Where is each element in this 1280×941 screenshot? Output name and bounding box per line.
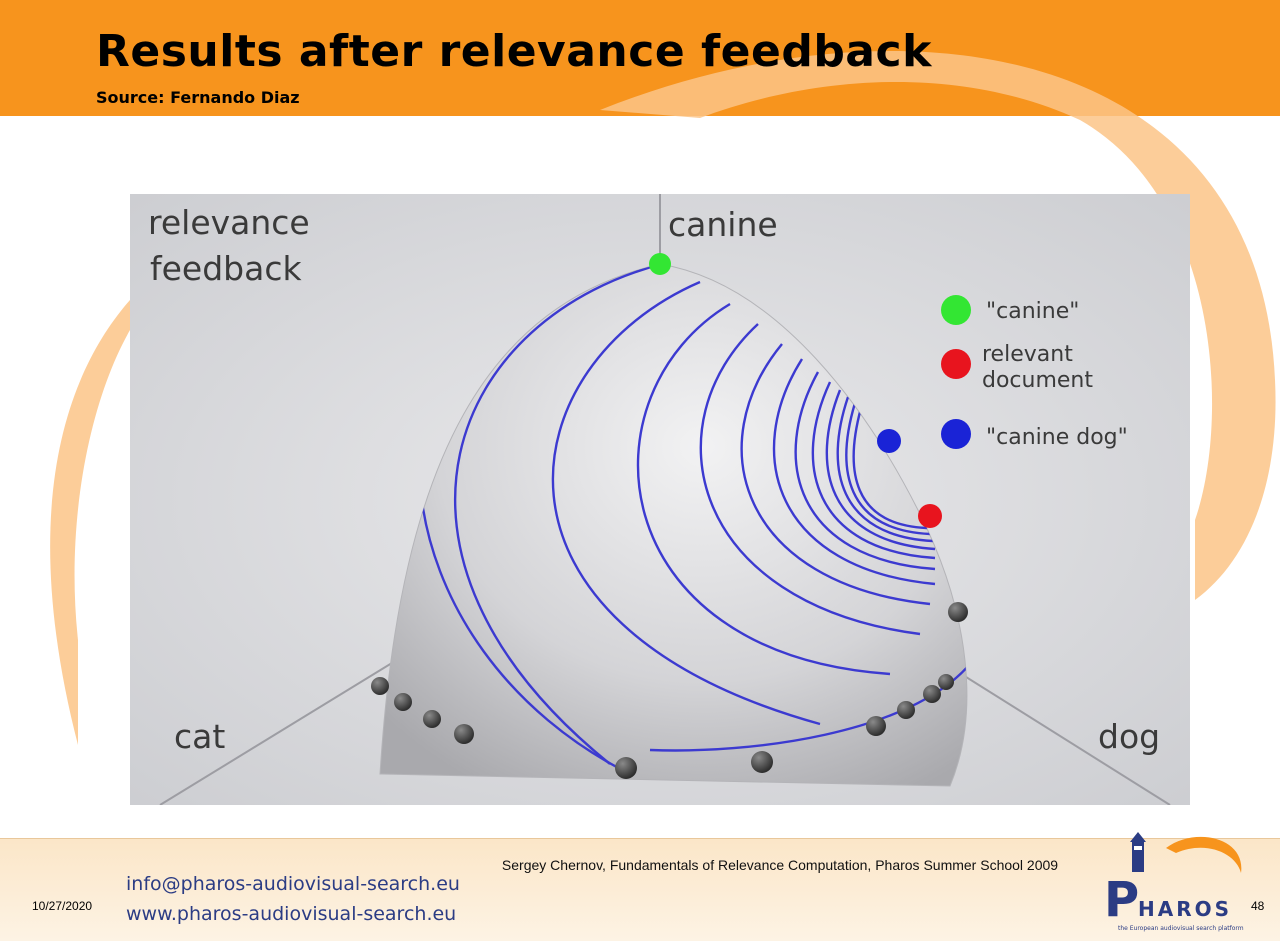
doc-point bbox=[866, 716, 886, 736]
contour-8 bbox=[811, 381, 936, 560]
slide-title: Results after relevance feedback bbox=[96, 26, 932, 77]
legend-label-canine: "canine" bbox=[986, 299, 1079, 324]
pharos-logo: P HAROS the European audiovisual search … bbox=[1104, 832, 1244, 932]
logo-tagline: the European audiovisual search platform bbox=[1118, 925, 1244, 932]
contour-11 bbox=[845, 402, 931, 536]
axis-label-dog: dog bbox=[1098, 717, 1160, 756]
legend-label-canine-dog: "canine dog" bbox=[986, 425, 1128, 450]
figure-legend: "canine" relevant document "canine dog" bbox=[941, 295, 1128, 450]
relevant-document-point bbox=[918, 504, 942, 528]
contour-2 bbox=[551, 280, 821, 726]
contour-7 bbox=[794, 371, 936, 571]
canine-dog-query-point bbox=[877, 429, 901, 453]
contour-12 bbox=[852, 407, 928, 530]
doc-point bbox=[615, 757, 637, 779]
doc-point bbox=[394, 693, 412, 711]
logo-letter-p: P bbox=[1104, 872, 1139, 928]
contour-13 bbox=[418, 483, 631, 776]
legend-swatch-canine bbox=[941, 295, 971, 325]
slide-footer bbox=[0, 838, 1280, 941]
contour-6 bbox=[772, 358, 936, 586]
doc-point bbox=[938, 674, 954, 690]
doc-point bbox=[897, 701, 915, 719]
contact-email[interactable]: info@pharos-audiovisual-search.eu bbox=[126, 873, 460, 895]
legend-swatch-canine-dog bbox=[941, 419, 971, 449]
slide-source: Source: Fernando Diaz bbox=[96, 88, 300, 107]
doc-point bbox=[423, 710, 441, 728]
corner-label-line1: relevance bbox=[148, 203, 310, 242]
legend-label-relevant: relevant bbox=[982, 342, 1073, 367]
legend-label-document: document bbox=[982, 368, 1093, 393]
contour-5 bbox=[740, 343, 931, 606]
legend-swatch-relevant bbox=[941, 349, 971, 379]
logo-swoosh bbox=[1166, 836, 1242, 873]
corner-label-line2: feedback bbox=[150, 249, 302, 288]
doc-point bbox=[923, 685, 941, 703]
contour-lines bbox=[418, 264, 967, 776]
canine-query-point bbox=[649, 253, 671, 275]
axis-label-canine: canine bbox=[668, 205, 778, 244]
axis-label-cat: cat bbox=[174, 717, 225, 756]
contact-website[interactable]: www.pharos-audiovisual-search.eu bbox=[126, 903, 457, 925]
slide-date: 10/27/2020 bbox=[32, 899, 93, 913]
contour-10 bbox=[836, 396, 934, 543]
logo-wordmark: HAROS bbox=[1138, 897, 1232, 921]
contour-3 bbox=[636, 302, 891, 676]
page-number: 48 bbox=[1251, 899, 1265, 913]
contour-14 bbox=[649, 663, 967, 752]
contour-9 bbox=[825, 389, 936, 551]
contour-4 bbox=[699, 323, 921, 636]
doc-point bbox=[371, 677, 389, 695]
document-points bbox=[371, 602, 968, 779]
slide-credit: Sergey Chernov, Fundamentals of Relevanc… bbox=[501, 857, 1059, 873]
relevance-feedback-figure: relevance feedback canine cat dog "canin… bbox=[130, 194, 1190, 805]
doc-point bbox=[454, 724, 474, 744]
contour-1 bbox=[453, 264, 671, 765]
sphere-surface bbox=[379, 263, 968, 787]
doc-point bbox=[948, 602, 968, 622]
doc-point bbox=[751, 751, 773, 773]
